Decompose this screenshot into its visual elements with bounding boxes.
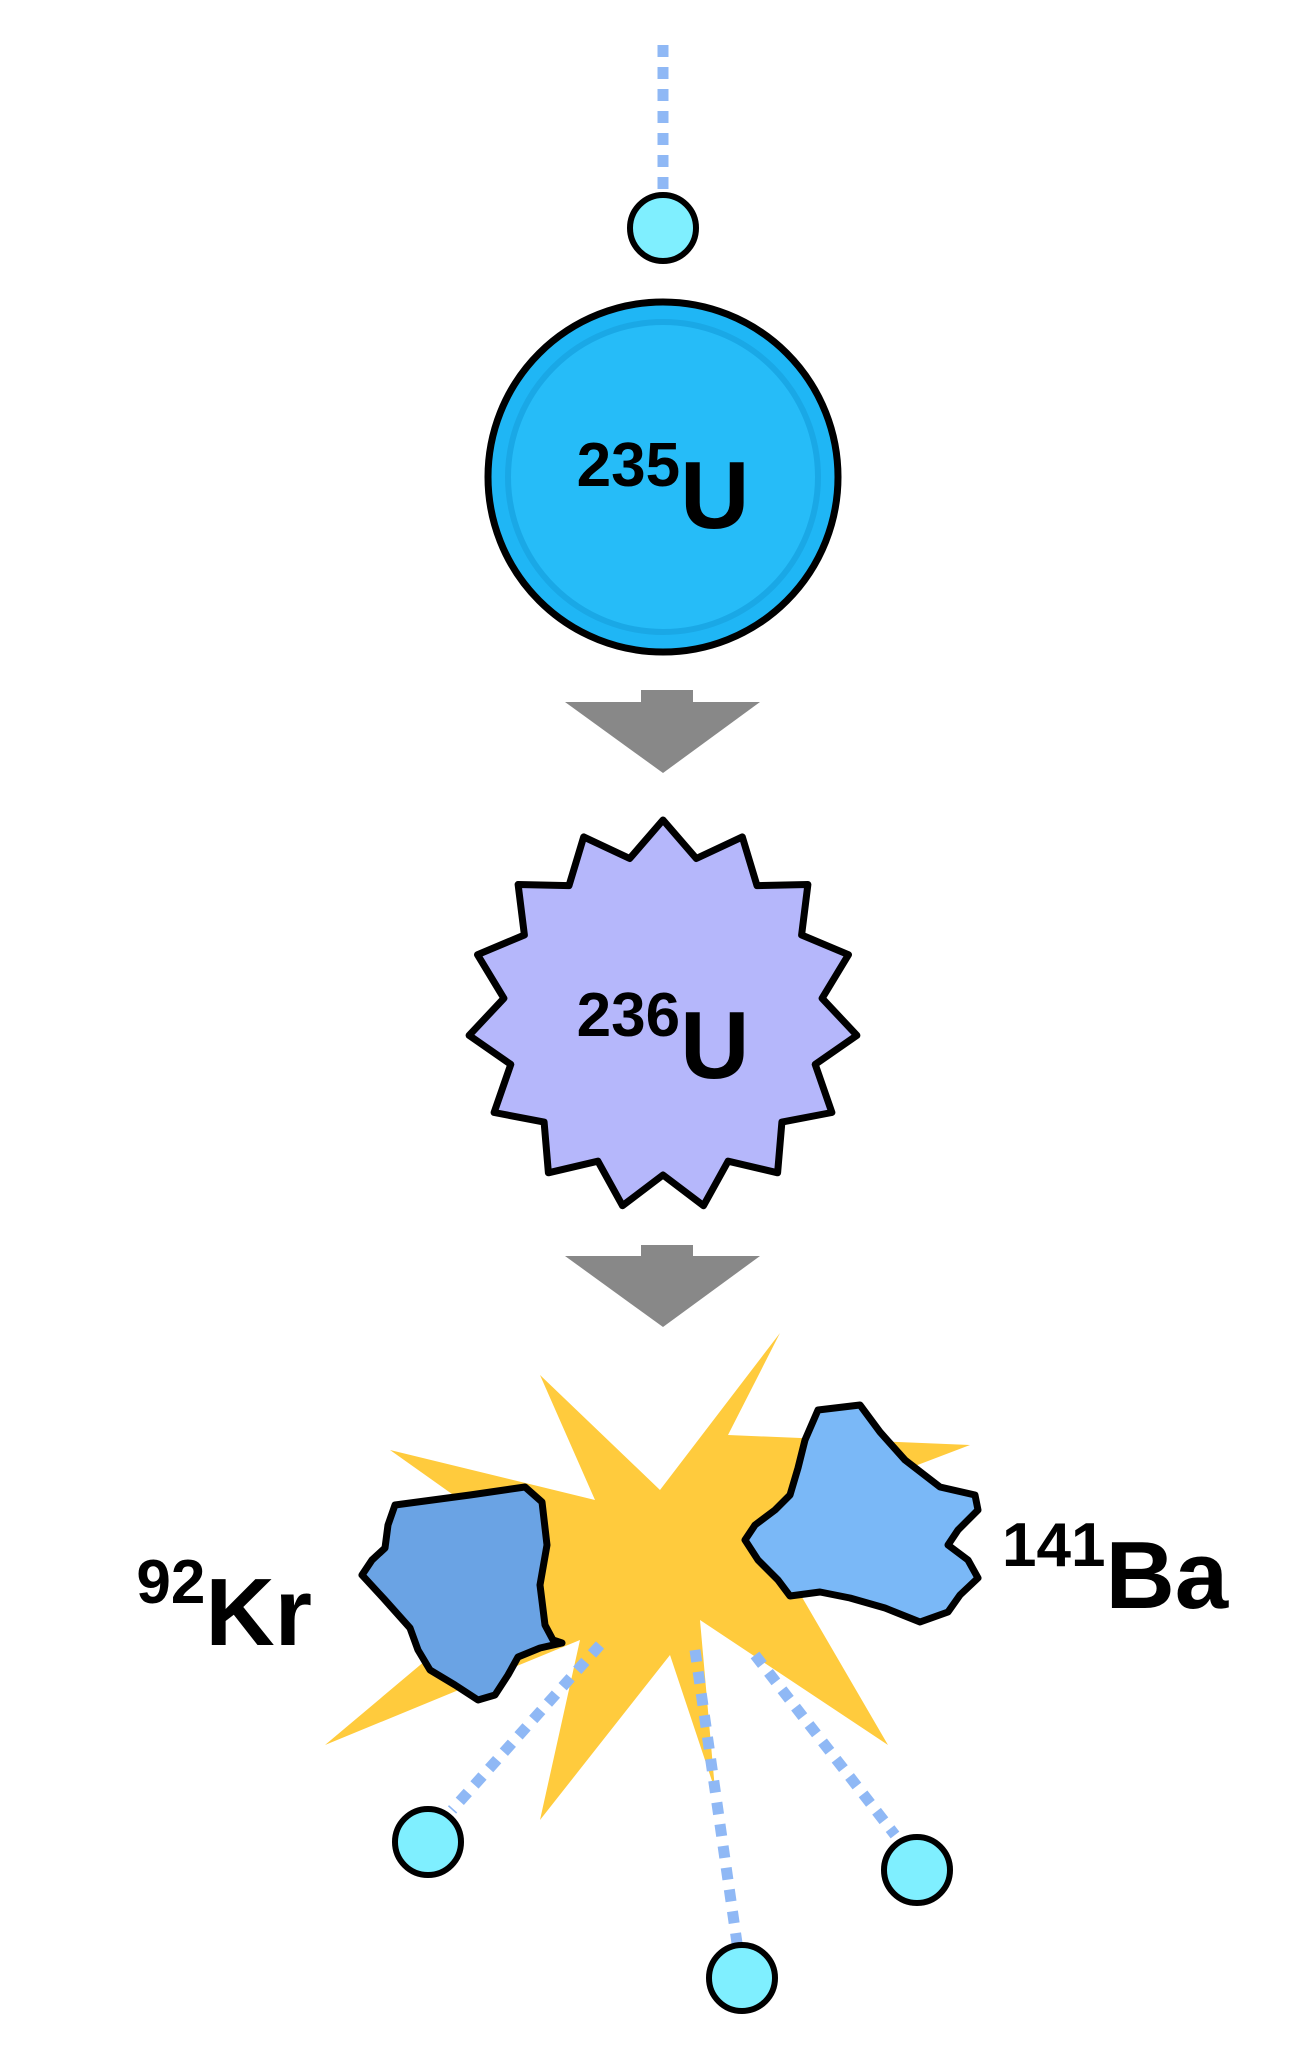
- barium-fragment-icon: [741, 1401, 982, 1626]
- u235-mass: 235: [577, 431, 680, 500]
- ba-symbol: Ba: [1105, 1522, 1228, 1629]
- u235-symbol: U: [680, 442, 749, 549]
- ba-mass: 141: [1002, 1511, 1105, 1580]
- down-arrow-icon: [565, 690, 760, 773]
- kr-label: 92Kr: [136, 1548, 312, 1666]
- outgoing-neutron-icon: [706, 1942, 778, 2014]
- uranium-235-nucleus-icon: [484, 298, 842, 656]
- outgoing-neutron-icon: [881, 1834, 953, 1906]
- outgoing-neutron-trail: [689, 1649, 744, 1951]
- u236-symbol: U: [680, 992, 749, 1099]
- outgoing-neutron-trail: [447, 1641, 605, 1814]
- u236-mass: 236: [577, 981, 680, 1050]
- uranium-236-nucleus-icon: [465, 816, 861, 1210]
- outgoing-neutron-icon: [392, 1806, 464, 1878]
- ba-label: 141Ba: [1002, 1511, 1229, 1629]
- krypton-fragment-icon: [358, 1483, 566, 1704]
- kr-symbol: Kr: [205, 1559, 312, 1666]
- kr-mass: 92: [136, 1548, 205, 1617]
- outgoing-neutron-trail: [750, 1651, 900, 1839]
- incoming-neutron-icon: [627, 192, 699, 264]
- u236-label: 236U: [577, 981, 750, 1099]
- u235-label: 235U: [577, 431, 750, 549]
- down-arrow-icon: [565, 1245, 760, 1327]
